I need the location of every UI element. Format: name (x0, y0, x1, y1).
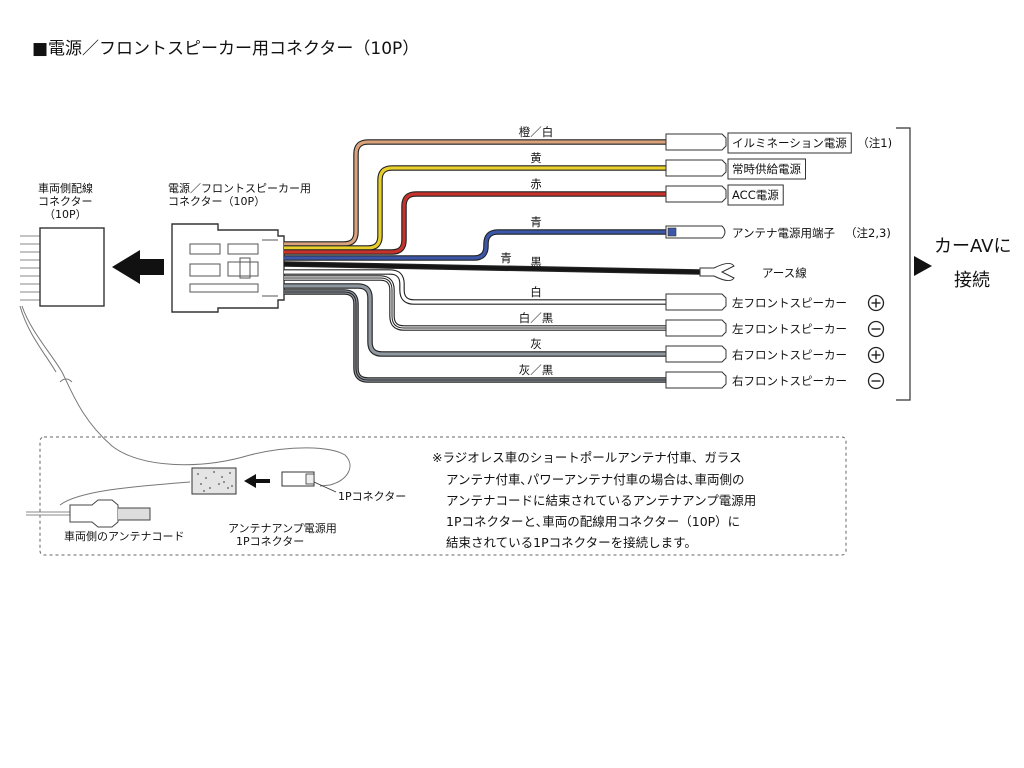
car-av-label-2: 接続 (954, 270, 990, 291)
wire-8 (284, 284, 666, 356)
wire-terminal (665, 371, 727, 389)
connect-arrow-left (112, 250, 164, 284)
vehicle-connector-label-3: （10P） (44, 208, 87, 221)
wire-terminal (665, 345, 727, 363)
wire-color-label: 橙／白 (519, 125, 554, 139)
terminal-label: 常時供給電源 (732, 162, 801, 176)
amp-connector-label-2: 1Pコネクター (236, 535, 304, 548)
wire-color-label: 灰／黒 (519, 363, 554, 377)
wire-color-label: 白／黒 (519, 311, 554, 325)
vehicle-connector-label-1: 車両側配線 (38, 181, 93, 195)
terminal-label: 右フロントスピーカー (732, 348, 847, 362)
inset-note-line-1: ※ラジオレス車のショートポールアンテナ付車、ガラス (432, 450, 741, 465)
wire-terminal (665, 319, 727, 337)
wire-3 (284, 192, 666, 254)
wire-color-label: 赤 (530, 177, 542, 191)
wire-9 (284, 290, 666, 382)
amp-connector-label-1: アンテナアンプ電源用 (228, 521, 337, 535)
terminal-label: 左フロントスピーカー (732, 296, 847, 310)
terminal-label: ACC電源 (732, 188, 779, 202)
terminal-label-box (727, 184, 784, 206)
terminal-label-box (727, 158, 806, 180)
wire-color-label: 黄 (530, 151, 542, 165)
one-p-connector-label: 1Pコネクター (338, 490, 406, 503)
wire-1 (284, 140, 666, 246)
wire-terminal (665, 159, 727, 177)
product-connector-label-1: 電源／フロントスピーカー用 (168, 181, 311, 195)
terminal-label-box (727, 132, 852, 154)
antenna-inset: 車両側のアンテナコード アンテナアンプ電源用 1Pコネクター 1Pコネクター ※… (26, 436, 847, 556)
fork-terminal (699, 262, 735, 282)
wire-terminal (665, 293, 727, 311)
antenna-terminal (665, 225, 726, 239)
wire-color-label: 黒 (530, 255, 542, 269)
inset-note-line-2: アンテナ付車､パワーアンテナ付車の場合は､車両側の (446, 472, 745, 487)
wire-stripe (284, 277, 666, 329)
page-title: ■電源／フロントスピーカー用コネクター（10P） (32, 39, 419, 59)
wire-color-label: 白 (530, 285, 542, 299)
wire-5 (283, 262, 701, 274)
vehicle-connector: 車両側配線 コネクター （10P） (19, 181, 351, 487)
terminal-bracket (896, 127, 911, 401)
inset-note-line-3: アンテナコードに結束されているアンテナアンプ電源用 (446, 493, 756, 508)
wire-outline (284, 289, 666, 383)
wire-terminal (665, 133, 727, 151)
wire-terminal (665, 185, 727, 203)
inset-note-line-4: 1Pコネクターと､車両の配線用コネクター（10P）に (446, 514, 740, 529)
blue-inner-label: 青 (500, 251, 512, 265)
wire-outline (284, 283, 666, 357)
terminal-label: アース線 (762, 266, 807, 280)
wire-6 (284, 270, 666, 304)
terminal-label: 右フロントスピーカー (732, 374, 847, 388)
terminal-label: 左フロントスピーカー (732, 322, 847, 336)
wire-2 (284, 166, 666, 250)
wire-stripe (284, 291, 666, 381)
terminal-label: イルミネーション電源 (732, 136, 847, 150)
wire-outline (284, 165, 666, 251)
antenna-cord-label: 車両側のアンテナコード (64, 529, 185, 543)
wire-color-label: 青 (530, 215, 542, 229)
wire-4 (284, 230, 666, 260)
vehicle-connector-label-2: コネクター (38, 195, 93, 208)
product-connector: 電源／フロントスピーカー用 コネクター（10P） (168, 181, 311, 313)
inset-note-line-5: 結束されている1Pコネクターを接続します。 (446, 535, 697, 550)
terminal-note: （注2,3) (845, 226, 891, 240)
terminal-label: アンテナ電源用端子 (732, 226, 835, 240)
product-connector-label-2: コネクター（10P） (168, 195, 265, 208)
car-av-label-1: カーAVに (934, 236, 1011, 257)
wire-color-label: 灰 (530, 337, 542, 351)
antenna-terminal-tip (667, 227, 677, 237)
wire-harness: 橙／白イルミネーション電源（注1)黄常時供給電源赤ACC電源青アンテナ電源用端子… (283, 125, 892, 390)
connect-arrow-right (914, 256, 932, 276)
terminal-note: （注1) (857, 136, 892, 150)
